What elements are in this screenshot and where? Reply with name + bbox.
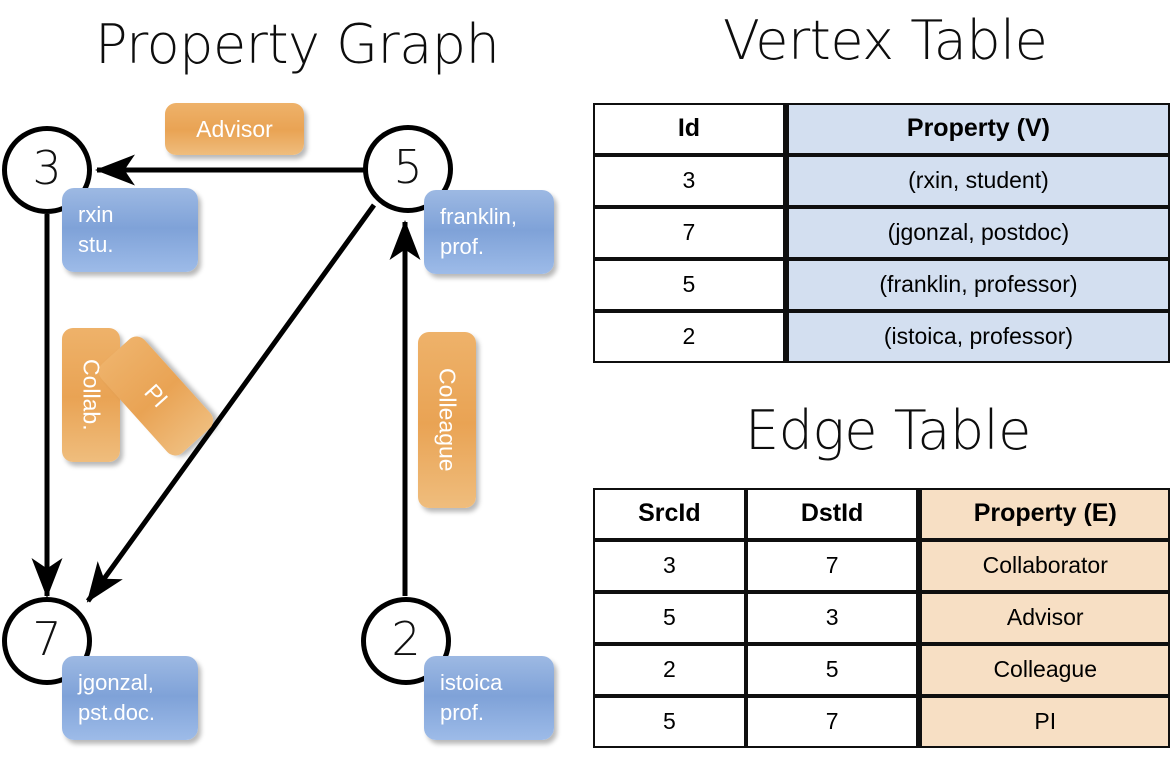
vertex-property-box-2[interactable]: istoica prof. bbox=[424, 656, 554, 740]
page-title-edge-table: Edge Table bbox=[745, 399, 1031, 462]
edge-label-colleague[interactable]: Colleague bbox=[418, 332, 476, 508]
graph-edges-svg bbox=[31, 154, 421, 603]
edge-label-colleague-text: Colleague bbox=[434, 368, 461, 472]
table-row[interactable]: 5 (franklin, professor) bbox=[593, 259, 1170, 311]
vertex-property-5-line2: prof. bbox=[440, 234, 485, 259]
edge-table: SrcId DstId Property (E) 3 7 Collaborato… bbox=[593, 488, 1170, 748]
table-row[interactable]: 5 3 Advisor bbox=[593, 592, 1170, 644]
edge-row-3-property: PI bbox=[918, 696, 1170, 748]
edge-row-2-property: Colleague bbox=[918, 644, 1170, 696]
edge-label-advisor-text: Advisor bbox=[196, 115, 273, 142]
edge-row-3-dst: 7 bbox=[745, 696, 919, 748]
edge-table-header-property: Property (E) bbox=[918, 488, 1170, 540]
vertex-property-7-line2: pst.doc. bbox=[78, 700, 156, 725]
vertex-property-box-3[interactable]: rxin stu. bbox=[62, 188, 198, 272]
vertex-table-header-property: Property (V) bbox=[784, 103, 1170, 155]
table-header-row: SrcId DstId Property (E) bbox=[593, 488, 1170, 540]
table-row[interactable]: 2 (istoica, professor) bbox=[593, 311, 1170, 363]
edge-row-1-property: Advisor bbox=[918, 592, 1170, 644]
table-row[interactable]: 3 (rxin, student) bbox=[593, 155, 1170, 207]
vertex-property-3-line1: rxin bbox=[78, 202, 114, 228]
edge-table-header-dstid: DstId bbox=[745, 488, 919, 540]
vertex-row-1-id: 7 bbox=[593, 207, 785, 259]
edge-table-header-srcid: SrcId bbox=[593, 488, 746, 540]
graph-node-3-label: 3 bbox=[32, 141, 62, 195]
vertex-property-2-line2: prof. bbox=[440, 700, 485, 725]
vertex-property-box-7[interactable]: jgonzal, pst.doc. bbox=[62, 656, 198, 740]
edge-row-0-dst: 7 bbox=[745, 540, 919, 592]
graph-node-5-label: 5 bbox=[393, 140, 423, 194]
vertex-property-2-line1: istoica bbox=[440, 670, 503, 696]
vertex-property-box-5[interactable]: franklin, prof. bbox=[424, 190, 554, 274]
edge-row-2-dst: 5 bbox=[745, 644, 919, 696]
table-header-row: Id Property (V) bbox=[593, 103, 1170, 155]
page-title-property-graph: Property Graph bbox=[95, 13, 500, 76]
edge-label-pi-text: PI bbox=[139, 378, 174, 413]
vertex-property-7-line1: jgonzal, bbox=[78, 670, 154, 696]
edge-row-0-src: 3 bbox=[593, 540, 746, 592]
vertex-row-3-property: (istoica, professor) bbox=[784, 311, 1170, 363]
vertex-property-5-line1: franklin, bbox=[440, 204, 518, 230]
vertex-table: Id Property (V) 3 (rxin, student) 7 (jgo… bbox=[593, 103, 1170, 363]
edge-row-0-property: Collaborator bbox=[918, 540, 1170, 592]
vertex-row-3-id: 2 bbox=[593, 311, 785, 363]
table-row[interactable]: 5 7 PI bbox=[593, 696, 1170, 748]
table-row[interactable]: 3 7 Collaborator bbox=[593, 540, 1170, 592]
page-title-vertex-table: Vertex Table bbox=[723, 9, 1048, 72]
vertex-row-0-property: (rxin, student) bbox=[784, 155, 1170, 207]
property-graph-diagram: 3 5 7 2 rxin stu. franklin, prof. jgonza… bbox=[2, 103, 554, 740]
edge-row-1-src: 5 bbox=[593, 592, 746, 644]
table-row[interactable]: 2 5 Colleague bbox=[593, 644, 1170, 696]
graph-node-2[interactable]: 2 bbox=[361, 597, 451, 685]
vertex-row-1-property: (jgonzal, postdoc) bbox=[784, 207, 1170, 259]
edge-label-advisor[interactable]: Advisor bbox=[165, 103, 304, 155]
graph-node-5[interactable]: 5 bbox=[363, 125, 453, 213]
edge-row-1-dst: 3 bbox=[745, 592, 919, 644]
table-row[interactable]: 7 (jgonzal, postdoc) bbox=[593, 207, 1170, 259]
vertex-row-2-property: (franklin, professor) bbox=[784, 259, 1170, 311]
graph-node-2-label: 2 bbox=[391, 612, 421, 666]
edge-label-collab[interactable]: Collab. bbox=[62, 328, 120, 462]
edge-5-to-7 bbox=[85, 203, 377, 603]
edge-row-2-src: 2 bbox=[593, 644, 746, 696]
edge-row-3-src: 5 bbox=[593, 696, 746, 748]
vertex-table-header-id: Id bbox=[593, 103, 785, 155]
vertex-row-2-id: 5 bbox=[593, 259, 785, 311]
graph-node-7-label: 7 bbox=[32, 612, 62, 666]
vertex-row-0-id: 3 bbox=[593, 155, 785, 207]
vertex-property-3-line2: stu. bbox=[78, 232, 114, 257]
